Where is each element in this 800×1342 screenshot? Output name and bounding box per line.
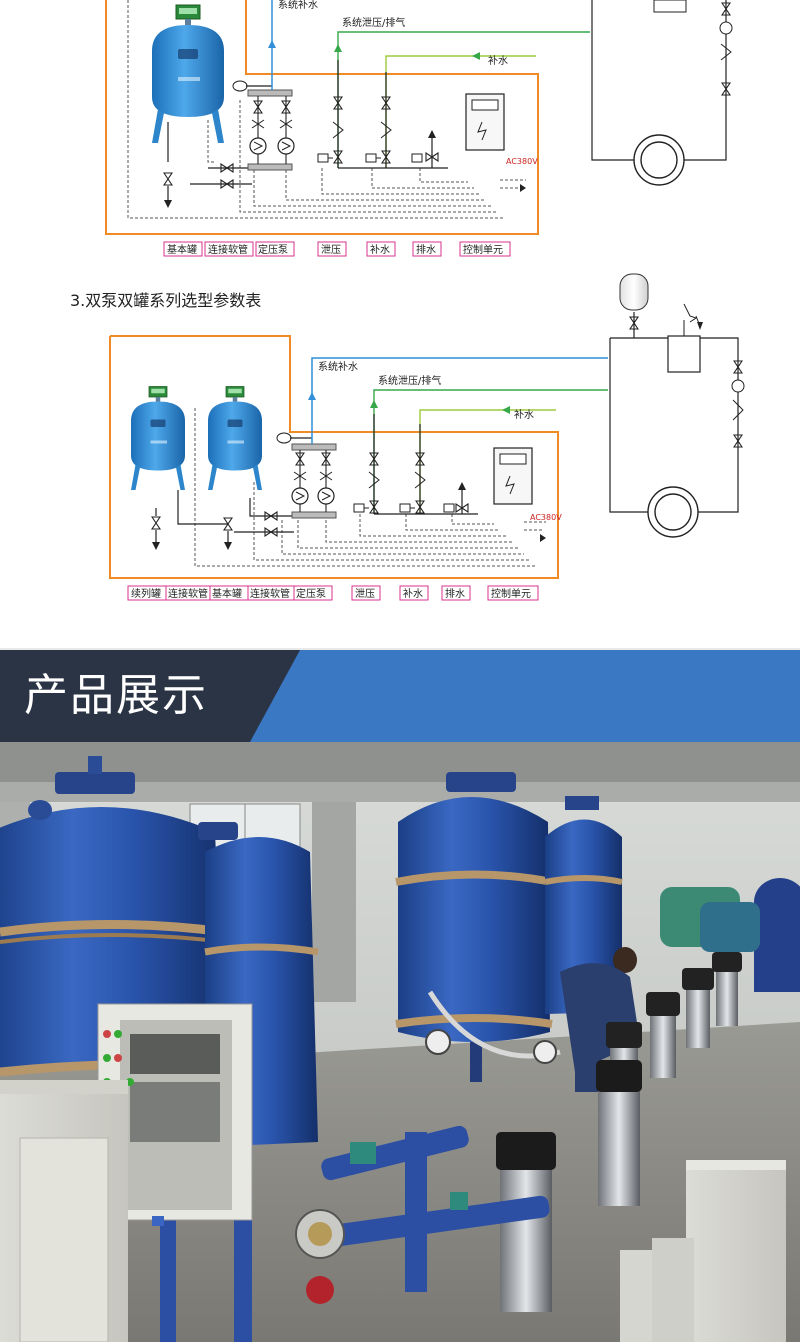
system-supply-label-top: 系统补水 — [278, 0, 318, 11]
system-relief-label-top: 系统泄压/排气 — [342, 16, 405, 29]
legend-item: 连接软管 — [168, 587, 208, 600]
legend-top: 基本罐 连接软管 定压泵 泄压 补水 排水 控制单元 — [163, 241, 511, 257]
legend-item: 补水 — [370, 243, 390, 256]
power-label-bottom: AC380V — [530, 513, 562, 522]
section-heading: 3.双泵双罐系列选型参数表 — [70, 291, 261, 310]
system-supply-label-bottom: 系统补水 — [318, 360, 358, 373]
banner-title: 产品展示 — [24, 670, 208, 721]
legend-item: 基本罐 — [167, 243, 197, 256]
product-photo — [0, 742, 800, 1342]
top-diagram: AC380V 系统补水 系统泄压/排气 补水 基本罐 连接软管 定压泵 泄压 补… — [105, 0, 733, 257]
legend-item: 续列罐 — [131, 587, 161, 600]
schematic-svg: AC380V 系统补水 系统泄压/排气 补水 基本罐 连接软管 定压泵 泄压 补… — [70, 0, 745, 601]
legend-item: 排水 — [416, 243, 436, 256]
makeup-label-top: 补水 — [488, 54, 508, 67]
legend-bottom: 续列罐 连接软管 基本罐 连接软管 定压泵 泄压 补水 排水 控制单元 — [127, 585, 539, 601]
legend-item: 基本罐 — [212, 587, 242, 600]
legend-item: 泄压 — [355, 587, 375, 600]
makeup-label-bottom: 补水 — [514, 408, 534, 421]
legend-item: 连接软管 — [208, 243, 248, 256]
legend-item: 泄压 — [321, 243, 341, 256]
legend-item: 排水 — [445, 587, 465, 600]
legend-item: 控制单元 — [491, 587, 531, 600]
banner-shape — [0, 650, 300, 742]
system-relief-label-bottom: 系统泄压/排气 — [378, 374, 441, 387]
diagram-section: AC380V 系统补水 系统泄压/排气 补水 基本罐 连接软管 定压泵 泄压 补… — [0, 0, 800, 651]
legend-item: 定压泵 — [258, 243, 288, 256]
legend-item: 连接软管 — [250, 587, 290, 600]
legend-item: 定压泵 — [296, 587, 326, 600]
bottom-diagram: AC380V 系统补水 系统泄压/排气 补水 续列罐 连接软管 — [109, 273, 745, 601]
product-banner: 产品展示 — [0, 650, 800, 742]
legend-item: 控制单元 — [463, 243, 503, 256]
legend-item: 补水 — [403, 587, 423, 600]
power-label-top: AC380V — [506, 157, 538, 166]
